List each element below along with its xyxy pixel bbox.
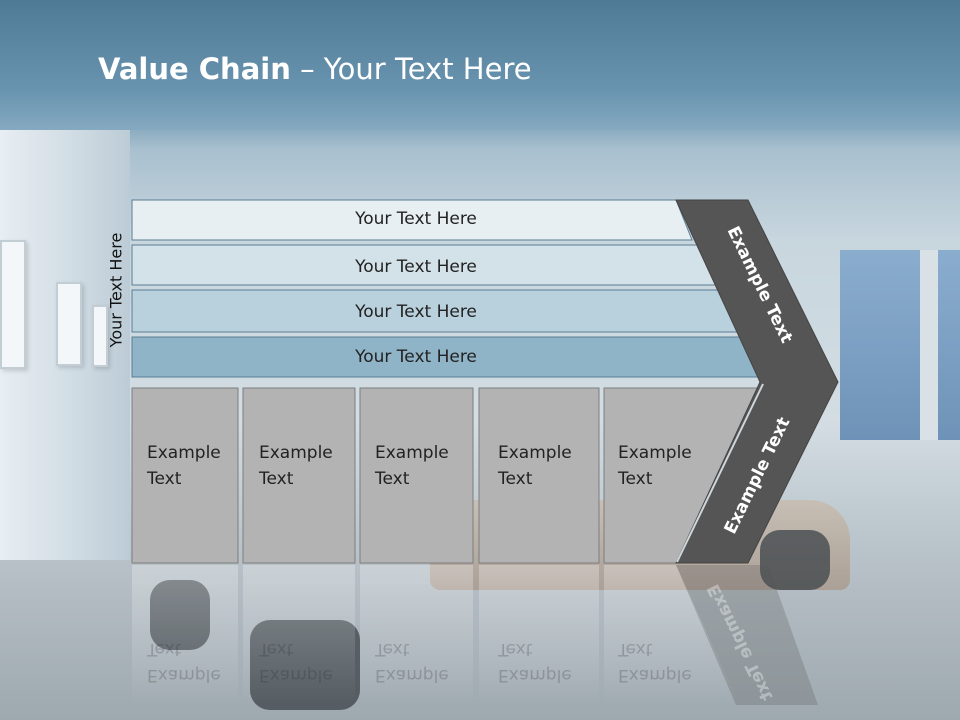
support-bar-3-label: Your Text Here [354,302,477,322]
activity-box-reflection [604,565,740,705]
activity-label-1-line1: Example [147,443,221,463]
activity-label-reflection: Example Text [375,636,465,688]
header-band [0,0,960,130]
support-bar-1-label: Your Text Here [354,209,477,229]
reflection-line: Text [498,639,533,659]
activity-label-3-line2: Text [375,469,410,489]
margin-arrow-reflection [676,565,818,705]
margin-divider [676,383,764,563]
support-bar-1 [131,199,693,241]
activity-label-2: Example Text [259,440,349,492]
activity-label-5-line2: Text [618,469,653,489]
window [840,250,960,440]
activity-label-1-line2: Text [147,469,182,489]
reflection-line: Text [147,639,182,659]
reflection-line: Text [618,639,653,659]
activity-label-reflection: Example Text [259,636,349,688]
activity-label-5: Example Text [618,440,708,492]
activity-box-1 [131,387,239,564]
title-bold: Value Chain [98,52,291,86]
activity-box-3 [359,387,474,564]
reflection-line: Example [375,665,449,685]
activity-label-4-line2: Text [498,469,533,489]
title-rest: – Your Text Here [290,52,532,86]
wall-frame [56,282,82,366]
activity-label-reflection: Example Text [618,636,708,688]
window-mullion [920,250,938,440]
activity-label-4: Example Text [498,440,588,492]
activity-box-reflection [479,565,599,705]
wall-frame [92,305,108,367]
reflection-line: Text [259,639,294,659]
activity-box-reflection [243,565,355,705]
activity-label-2-line2: Text [259,469,294,489]
activity-box-reflection [360,565,473,705]
wall-frame [0,240,26,369]
activity-box-reflection [132,565,238,705]
activity-box-4 [478,387,600,564]
activity-label-2-line1: Example [259,443,333,463]
support-bar-4-label: Your Text Here [354,347,477,367]
activity-box-2 [242,387,356,564]
margin-chevron [675,199,839,564]
chair [760,530,830,590]
reflection-line: Example [259,665,333,685]
reflection-line: Example [618,665,692,685]
support-bar-2-label: Your Text Here [354,257,477,277]
reflection-line: Example [147,665,221,685]
activity-label-5-line1: Example [618,443,692,463]
reflection-line: Example [498,665,572,685]
slide-title: Value Chain – Your Text Here [98,52,532,86]
activity-label-3: Example Text [375,440,465,492]
activity-label-reflection: Example Text [498,636,588,688]
activity-label-reflection: Example Text [147,636,237,688]
activity-label-4-line1: Example [498,443,572,463]
activity-label-3-line1: Example [375,443,449,463]
activity-label-1: Example Text [147,440,237,492]
reflection-line: Text [375,639,410,659]
